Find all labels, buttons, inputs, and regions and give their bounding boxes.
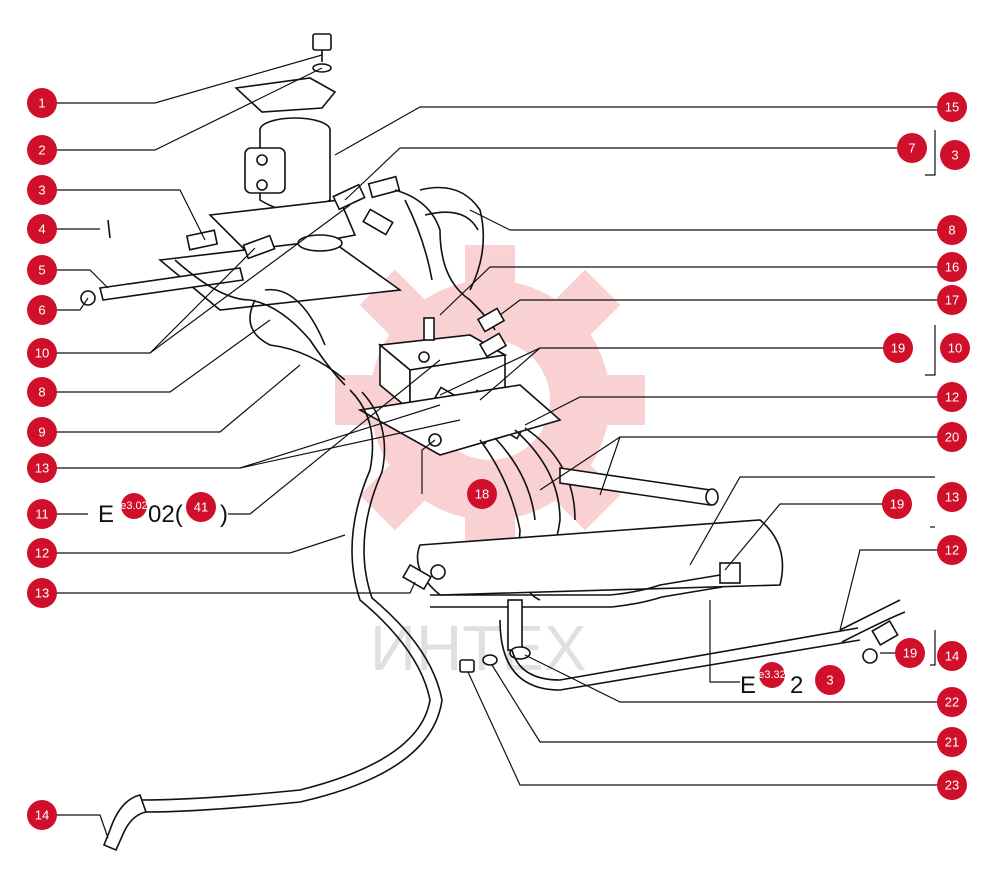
callout-6[interactable]: 6 bbox=[27, 295, 57, 325]
callout-5[interactable]: 5 bbox=[27, 255, 57, 285]
callout-22[interactable]: 22 bbox=[937, 687, 967, 717]
callout-7[interactable]: 7 bbox=[897, 133, 927, 163]
svg-text:13: 13 bbox=[35, 586, 49, 601]
reference-right-suffix: 2 bbox=[790, 672, 803, 699]
callout-3[interactable]: 3 bbox=[27, 175, 57, 205]
callout-19-middle[interactable]: 19 bbox=[882, 489, 912, 519]
callout-8-right[interactable]: 8 bbox=[937, 215, 967, 245]
svg-text:14: 14 bbox=[945, 649, 959, 664]
callout-13-lower[interactable]: 13 bbox=[27, 578, 57, 608]
callout-16[interactable]: 16 bbox=[937, 252, 967, 282]
svg-text:10: 10 bbox=[948, 341, 962, 356]
svg-text:13: 13 bbox=[35, 461, 49, 476]
reference-right: E e3.32 2 3 bbox=[740, 662, 845, 699]
svg-text:18: 18 bbox=[475, 487, 489, 502]
callouts-right: 15 7 3 8 16 17 19 10 12 20 18 19 13 12 1… bbox=[467, 92, 970, 800]
callout-41[interactable]: 41 bbox=[186, 492, 216, 522]
svg-text:10: 10 bbox=[35, 346, 49, 361]
svg-text:9: 9 bbox=[38, 425, 45, 440]
reference-right-mid-label: e3.32 bbox=[758, 669, 786, 681]
svg-text:1: 1 bbox=[38, 96, 45, 111]
callout-9[interactable]: 9 bbox=[27, 417, 57, 447]
svg-text:3: 3 bbox=[38, 183, 45, 198]
callout-13[interactable]: 13 bbox=[27, 453, 57, 483]
svg-text:15: 15 bbox=[945, 100, 959, 115]
svg-text:12: 12 bbox=[945, 543, 959, 558]
callout-15[interactable]: 15 bbox=[937, 92, 967, 122]
svg-text:19: 19 bbox=[890, 497, 904, 512]
svg-text:6: 6 bbox=[38, 303, 45, 318]
reference-left-prefix: E bbox=[98, 501, 114, 528]
svg-text:20: 20 bbox=[945, 430, 959, 445]
svg-text:11: 11 bbox=[35, 507, 49, 522]
svg-text:7: 7 bbox=[908, 141, 915, 156]
reference-left: E e3.02 02( 41 ) bbox=[98, 492, 228, 528]
callout-1[interactable]: 1 bbox=[27, 88, 57, 118]
svg-text:17: 17 bbox=[945, 293, 959, 308]
reference-left-tail: ) bbox=[220, 501, 228, 528]
svg-text:8: 8 bbox=[948, 223, 955, 238]
callout-14[interactable]: 14 bbox=[27, 800, 57, 830]
callout-19-lower[interactable]: 19 bbox=[895, 638, 925, 668]
svg-text:19: 19 bbox=[903, 646, 917, 661]
callout-17[interactable]: 17 bbox=[937, 285, 967, 315]
svg-text:13: 13 bbox=[945, 490, 959, 505]
callouts-left: 1 2 3 4 5 6 10 8 9 13 11 12 13 14 bbox=[27, 88, 57, 830]
svg-text:3: 3 bbox=[826, 673, 833, 688]
svg-text:14: 14 bbox=[35, 808, 49, 823]
callout-10[interactable]: 10 bbox=[27, 338, 57, 368]
callout-11[interactable]: 11 bbox=[27, 499, 57, 529]
svg-text:23: 23 bbox=[945, 778, 959, 793]
svg-text:19: 19 bbox=[891, 341, 905, 356]
svg-text:4: 4 bbox=[38, 222, 45, 237]
callout-2[interactable]: 2 bbox=[27, 135, 57, 165]
callout-8[interactable]: 8 bbox=[27, 377, 57, 407]
reference-right-marker bbox=[759, 662, 785, 688]
callout-3-right[interactable]: 3 bbox=[940, 140, 970, 170]
leader-lines bbox=[42, 54, 952, 839]
callout-21[interactable]: 21 bbox=[937, 727, 967, 757]
svg-text:12: 12 bbox=[35, 546, 49, 561]
callout-12-right[interactable]: 12 bbox=[937, 382, 967, 412]
svg-text:5: 5 bbox=[38, 263, 45, 278]
callout-10-right[interactable]: 10 bbox=[940, 333, 970, 363]
svg-text:2: 2 bbox=[38, 143, 45, 158]
reference-left-mid-label: e3.02 bbox=[120, 500, 148, 512]
reference-right-prefix: E bbox=[740, 672, 756, 699]
svg-text:21: 21 bbox=[945, 735, 959, 750]
reference-left-suffix: 02( bbox=[148, 501, 183, 528]
callout-3-ref[interactable]: 3 bbox=[815, 665, 845, 695]
parts-drawing bbox=[80, 33, 906, 852]
callout-20[interactable]: 20 bbox=[937, 422, 967, 452]
callout-23[interactable]: 23 bbox=[937, 770, 967, 800]
svg-text:12: 12 bbox=[945, 390, 959, 405]
svg-text:22: 22 bbox=[945, 695, 959, 710]
svg-text:41: 41 bbox=[194, 500, 208, 515]
callout-13-right[interactable]: 13 bbox=[937, 482, 967, 512]
reference-left-marker bbox=[121, 493, 147, 519]
svg-text:3: 3 bbox=[951, 148, 958, 163]
callout-14-right[interactable]: 14 bbox=[937, 641, 967, 671]
watermark-text: ИНТЕХ bbox=[370, 612, 587, 684]
svg-text:16: 16 bbox=[945, 260, 959, 275]
callout-19[interactable]: 19 bbox=[883, 333, 913, 363]
callout-12[interactable]: 12 bbox=[27, 538, 57, 568]
callout-12-lower-right[interactable]: 12 bbox=[937, 535, 967, 565]
callout-18[interactable]: 18 bbox=[467, 479, 497, 509]
svg-text:8: 8 bbox=[38, 385, 45, 400]
callout-4[interactable]: 4 bbox=[27, 214, 57, 244]
